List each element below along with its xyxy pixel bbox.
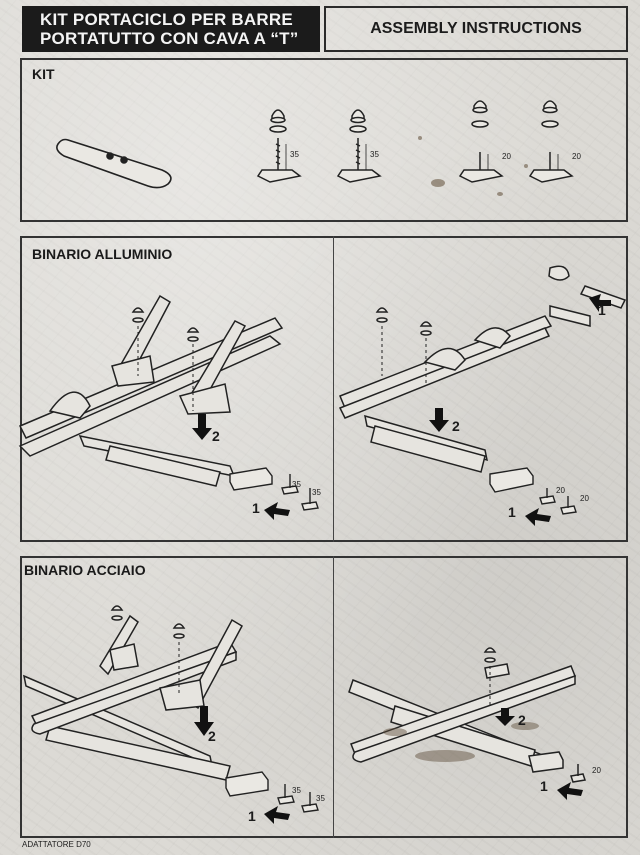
steel-step-left-illustration <box>22 605 319 824</box>
aluminium-section-label: BINARIO ALLUMINIO <box>32 246 173 262</box>
aluminium-right-dim-20-b: 20 <box>580 494 589 503</box>
steel-right-step-2-number: 2 <box>518 712 526 728</box>
assembly-instructions-heading: ASSEMBLY INSTRUCTIONS <box>324 6 628 52</box>
kit-dim-35-b: 35 <box>370 150 379 159</box>
bolt-set-figures <box>256 100 574 183</box>
aluminium-divider <box>333 236 334 542</box>
kit-dim-20-b: 20 <box>572 152 581 161</box>
aluminium-right-step-2-number: 2 <box>452 418 460 434</box>
aluminium-step-right-illustration <box>338 265 627 526</box>
title-line-1: KIT PORTACICLO PER BARRE <box>40 10 293 29</box>
kit-dim-35-a: 35 <box>290 150 299 159</box>
aluminium-right-step-1-top-number: 1 <box>598 302 606 318</box>
steel-section-label: BINARIO ACCIAIO <box>24 562 146 578</box>
steel-divider <box>333 556 334 838</box>
aluminium-left-dim-35-a: 35 <box>292 480 301 489</box>
aluminium-left-step-1-number: 1 <box>252 500 260 516</box>
aluminium-section <box>20 236 628 542</box>
stain-marks <box>418 136 528 196</box>
title-box: KIT PORTACICLO PER BARRE PORTATUTTO CON … <box>22 6 320 52</box>
aluminium-right-step-1-number: 1 <box>508 504 516 520</box>
kit-dim-20-a: 20 <box>502 152 511 161</box>
steel-right-dim-20: 20 <box>592 766 601 775</box>
aluminium-step-left-illustration <box>18 294 319 520</box>
aluminium-right-dim-20-a: 20 <box>556 486 565 495</box>
aluminium-left-dim-35-b: 35 <box>312 488 321 497</box>
aluminium-left-step-2-number: 2 <box>212 428 220 444</box>
steel-right-stains <box>383 722 539 762</box>
steel-left-step-1-number: 1 <box>248 808 256 824</box>
steel-left-dim-35-b: 35 <box>316 794 325 803</box>
mounting-plate-figure <box>56 138 172 189</box>
kit-section-label: KIT <box>32 66 55 82</box>
steel-left-step-2-number: 2 <box>208 728 216 744</box>
steel-section <box>20 556 628 838</box>
kit-section <box>20 58 628 222</box>
steel-left-dim-35-a: 35 <box>292 786 301 795</box>
kit-parts-illustration <box>56 100 574 196</box>
title-line-2: PORTATUTTO CON CAVA A “T” <box>40 29 299 48</box>
steel-step-right-illustration <box>348 647 586 800</box>
footer-adapter-text: ADATTATORE D70 <box>22 840 91 849</box>
steel-right-step-1-number: 1 <box>540 778 548 794</box>
